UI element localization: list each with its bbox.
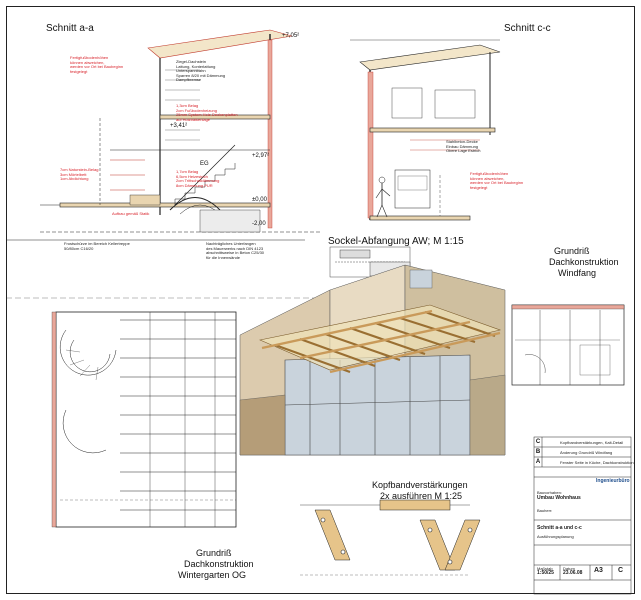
level-2: +3,41² bbox=[170, 123, 188, 129]
note-red-5: Aufbau gemäß Statik bbox=[112, 211, 150, 216]
note-red-6: Fertigfußbodenhöhen können abweichen, we… bbox=[470, 171, 524, 190]
plan-og-drawing bbox=[51, 311, 237, 528]
revision-c: C bbox=[535, 439, 541, 445]
format-value: A3 bbox=[594, 567, 603, 574]
section-cc-drawing bbox=[350, 39, 501, 221]
revision-b-text: Änderung Grundriß Windfang bbox=[560, 450, 613, 455]
drawing-subtitle: Ausführungsplanung bbox=[537, 534, 574, 539]
og-title-1: Grundriß bbox=[196, 548, 232, 558]
level-4: ±0,00 bbox=[252, 197, 267, 203]
og-title-2: Dachkonstruktion bbox=[184, 559, 254, 569]
level-1: +7,05² bbox=[282, 33, 300, 39]
note-red-1: Fertigfußbodenhöhen können abweichen, we… bbox=[70, 55, 124, 74]
section-aa-title: Schnitt a-a bbox=[46, 23, 94, 34]
date-label: Datum bbox=[563, 566, 575, 571]
note-roof: Ziegel-Dachstein Lattung, Konterlattung … bbox=[176, 59, 226, 83]
windfang-title-3: Windfang bbox=[558, 268, 597, 278]
revision-b: B bbox=[535, 449, 541, 455]
kopfband-drawing bbox=[300, 499, 481, 576]
revision-c-text: Kopfbandverstärkungen, Kalt-Detail bbox=[560, 440, 624, 445]
note-frost: Frostschürze im Bereich Kellertreppe 50/… bbox=[64, 241, 130, 251]
note-red-3: 1,7cm Belag 6,5cm Heizestrich 2cm Tritts… bbox=[176, 169, 220, 188]
kopfband-title-1: Kopfbandverstärkungen bbox=[372, 480, 468, 490]
note-underpinning: Nachträgliches Unterfangen des Mauerwerk… bbox=[206, 241, 265, 260]
title-block-lines bbox=[533, 436, 632, 595]
windfang-title-2: Dachkonstruktion bbox=[549, 257, 619, 267]
windfang-title-1: Grundriß bbox=[554, 246, 590, 256]
plinth-title: Sockel-Abfangung AW; M 1:15 bbox=[328, 236, 464, 247]
kopfband-title-2: 2x ausführen M 1:25 bbox=[380, 491, 463, 501]
label-eg: EG bbox=[200, 161, 209, 167]
index-value: C bbox=[618, 567, 624, 574]
section-cc-title: Schnitt c-c bbox=[504, 23, 551, 34]
level-3: +2,97² bbox=[252, 153, 270, 159]
scale-value: 1:50/25 bbox=[537, 570, 554, 576]
project-name: Umbau Wohnhaus bbox=[537, 495, 581, 501]
client-label: Bauherr: bbox=[537, 508, 553, 513]
revision-a-text: Fenster Seite in Küche, Dachkonstruktion bbox=[560, 460, 634, 465]
revision-a: A bbox=[535, 459, 541, 465]
project-label: Bauvorhaben: bbox=[537, 490, 562, 495]
sheet-frame bbox=[6, 6, 635, 594]
note-slab: Stahlbeton-Decke Einbau Dämmung Obere La… bbox=[446, 139, 481, 154]
date-value: 23.06.08 bbox=[563, 570, 583, 576]
plan-windfang-drawing bbox=[511, 304, 625, 386]
perspective-3d bbox=[239, 264, 506, 456]
drawing-title: Schnitt a-a und c-c bbox=[537, 525, 582, 531]
note-red-2: 1,3cm Belag 2cm Fußbodenheizung 25mm Sys… bbox=[176, 103, 238, 122]
scale-label: Maßstab bbox=[537, 566, 553, 571]
level-5: -2,00 bbox=[252, 221, 266, 227]
section-aa-drawing bbox=[40, 29, 320, 233]
note-red-4: 7cm Naturstein-Belag 3cm Mörtelbett 1cm … bbox=[60, 167, 99, 182]
og-title-3: Wintergarten OG bbox=[178, 570, 247, 580]
office-name: Ingenieurbüro bbox=[596, 478, 630, 484]
